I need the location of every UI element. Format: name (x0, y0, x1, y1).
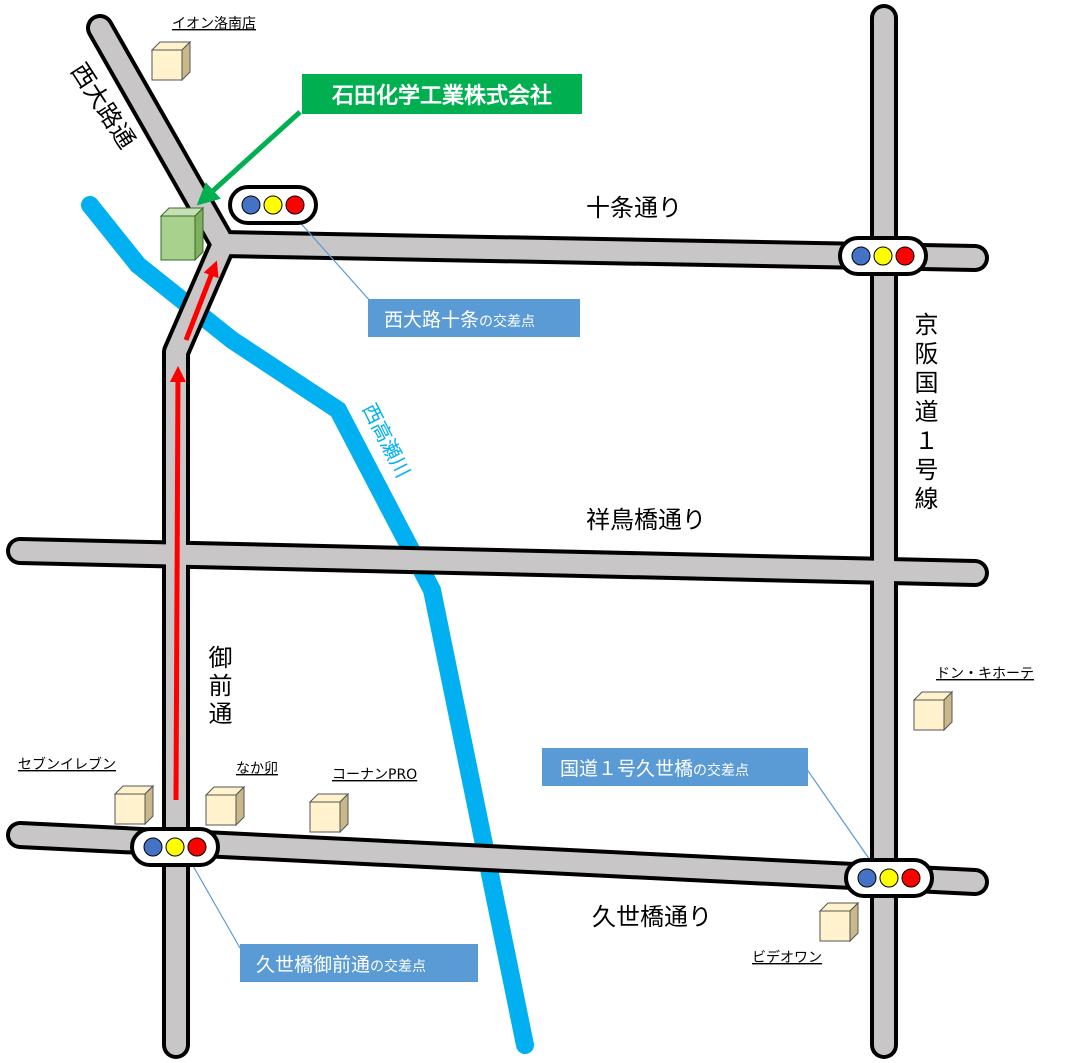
company-pointer-arrow (196, 110, 302, 206)
store-icon-donki (912, 690, 954, 732)
traffic-signal-kuze-onmae (130, 827, 220, 867)
store-icon-nakatama (204, 785, 246, 827)
road-label-onmae: 御前通 (204, 645, 232, 729)
store-icon-video (818, 901, 860, 943)
callout-line-route1-kuze (805, 767, 871, 861)
road-label-kuzebashi: 久世橋通り (592, 903, 712, 931)
intersection-box-nishioji-jujo (368, 299, 580, 337)
route-arrow-northeast (183, 260, 219, 341)
traffic-signal-nishioji-jujo (228, 185, 318, 225)
company-name-box (302, 74, 582, 114)
store-icon-kohnan (308, 792, 350, 834)
route-arrow-north (169, 366, 186, 801)
traffic-signal-route1-kuze (844, 858, 934, 898)
store-label-nakatama: なか卯 (236, 761, 278, 777)
intersection-box-route1-kuze (542, 748, 808, 786)
road-label-jujo: 十条通り (586, 194, 682, 222)
callout-line-nishioji-jujo (295, 217, 373, 304)
nishitakase-river (81, 196, 534, 1054)
store-icon-seven (113, 784, 155, 826)
store-label-kohnan: コーナンPRO (332, 767, 417, 783)
store-label-video: ビデオワン (752, 949, 822, 966)
traffic-signal-route1-jujo (838, 236, 928, 276)
callout-line-kuze-onmae (191, 863, 241, 949)
company-building-icon (159, 206, 205, 262)
store-icon-aeon (150, 40, 192, 82)
store-label-seven: セブンイレブン (18, 756, 116, 773)
intersection-box-kuze-onmae (240, 944, 478, 982)
intersection-label-nishioji-jujo: 西大路十条の交差点 (384, 309, 535, 331)
intersection-label-route1-kuze: 国道１号久世橋の交差点 (560, 758, 749, 780)
road-label-route1: 京阪国道１号線 (910, 312, 938, 515)
store-label-donki: ドン・キホーテ (936, 666, 1034, 682)
store-label-aeon: イオン洛南店 (172, 16, 256, 32)
road-label-shochokyo: 祥鳥橋通り (586, 506, 706, 534)
road-onmae-nishioji (90, 18, 233, 1055)
company-name: 石田化学工業株式会社 (331, 83, 552, 109)
intersection-label-kuze-onmae: 久世橋御前通の交差点 (256, 954, 426, 976)
